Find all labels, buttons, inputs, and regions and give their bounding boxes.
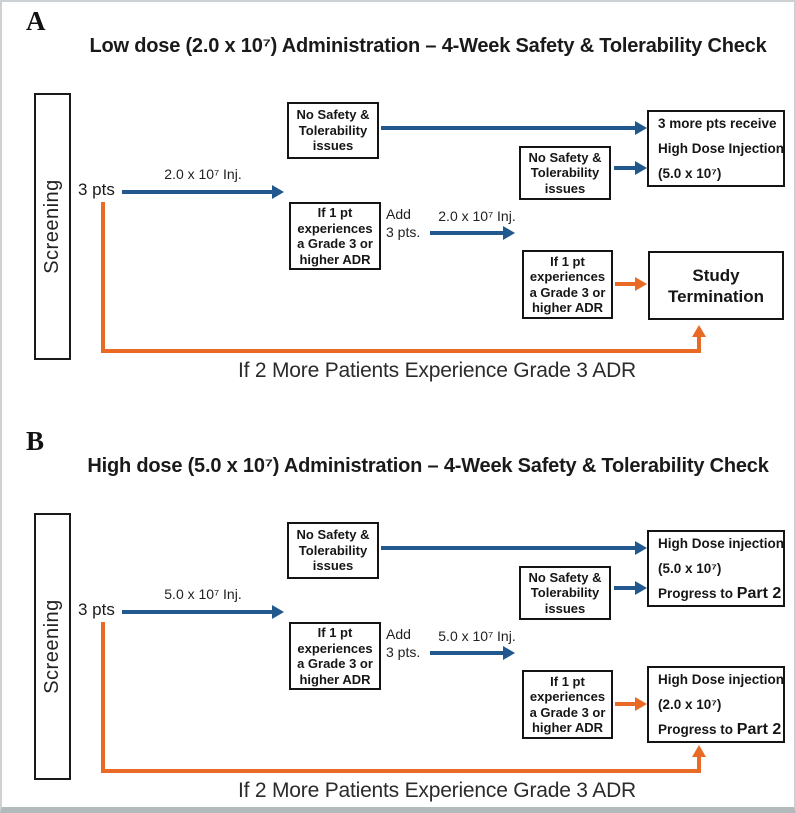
panel-title: High dose (5.0 x 10⁷) Administration – 4… [87,455,769,477]
panel-a: A Low dose (2.0 x 10⁷) Administration – … [2,2,794,412]
no-safety-box-2: No Safety & Tolerability issues [519,566,611,620]
grade3-adr-box-2: If 1 pt experiences a Grade 3 or higher … [522,670,613,739]
injection-label-1: 5.0 x 10⁷ Inj. [164,586,242,602]
injection-arrow-1 [122,185,284,199]
study-termination-box: Study Termination [648,251,784,320]
outcome-line: 3 more pts receive [658,116,777,131]
escape-line-horizontal [101,769,701,773]
outcome-line: High Dose injection [658,672,785,687]
grade3-adr-box-1: If 1 pt experiences a Grade 3 or higher … [289,622,381,690]
no-safety-arrow-2 [614,581,647,595]
outcome-line: (2.0 x 10⁷) [658,697,722,712]
outcome-line: Progress to Part 2 [658,721,782,738]
part2-label: Part 2 [736,585,782,602]
adr-arrow [615,277,647,291]
low-dose-outcome-box: High Dose injection (2.0 x 10⁷) Progress… [647,666,785,743]
injection-label-2: 2.0 x 10⁷ Inj. [438,208,516,224]
escape-line-vertical [101,622,105,773]
outcome-line: (5.0 x 10⁷) [658,166,722,181]
no-safety-box-1: No Safety & Tolerability issues [287,522,379,579]
screening-label: Screening [41,179,63,274]
grade3-adr-box-2: If 1 pt experiences a Grade 3 or higher … [522,250,613,319]
escape-arrow-up [692,745,706,769]
screening-box: Screening [34,513,71,780]
no-safety-long-arrow [381,121,647,135]
escape-label: If 2 More Patients Experience Grade 3 AD… [238,359,636,382]
screening-label: Screening [41,599,63,694]
panel-title: Low dose (2.0 x 10⁷) Administration – 4-… [89,35,767,57]
outcome-line: High Dose injection [658,536,785,551]
escape-line-vertical [101,202,105,353]
escape-label: If 2 More Patients Experience Grade 3 AD… [238,779,636,802]
no-safety-box-2: No Safety & Tolerability issues [519,146,611,200]
grade3-adr-box-1: If 1 pt experiences a Grade 3 or higher … [289,202,381,270]
add-pts-label: Add 3 pts. [386,626,421,660]
injection-arrow-2 [430,646,515,660]
no-safety-arrow-2 [614,161,647,175]
outcome-line: High Dose Injection [658,141,785,156]
no-safety-box-1: No Safety & Tolerability issues [287,102,379,159]
high-dose-outcome-box: 3 more pts receive High Dose Injection (… [647,110,785,187]
pts-label: 3 pts [78,180,115,199]
injection-arrow-2 [430,226,515,240]
outcome-line: (5.0 x 10⁷) [658,561,722,576]
escape-arrow-up [692,325,706,349]
injection-label-1: 2.0 x 10⁷ Inj. [164,166,242,182]
high-dose-outcome-box: High Dose injection (5.0 x 10⁷) Progress… [647,530,785,607]
outcome-line: Progress to Part 2 [658,585,782,602]
escape-line-horizontal [101,349,701,353]
panel-label: A [26,6,46,36]
injection-arrow-1 [122,605,284,619]
adr-arrow [615,697,647,711]
pts-label: 3 pts [78,600,115,619]
injection-label-2: 5.0 x 10⁷ Inj. [438,628,516,644]
panel-b: B High dose (5.0 x 10⁷) Administration –… [2,422,794,807]
screening-box: Screening [34,93,71,360]
panel-label: B [26,426,45,456]
part2-label: Part 2 [736,721,782,738]
no-safety-long-arrow [381,541,647,555]
add-pts-label: Add 3 pts. [386,206,421,240]
